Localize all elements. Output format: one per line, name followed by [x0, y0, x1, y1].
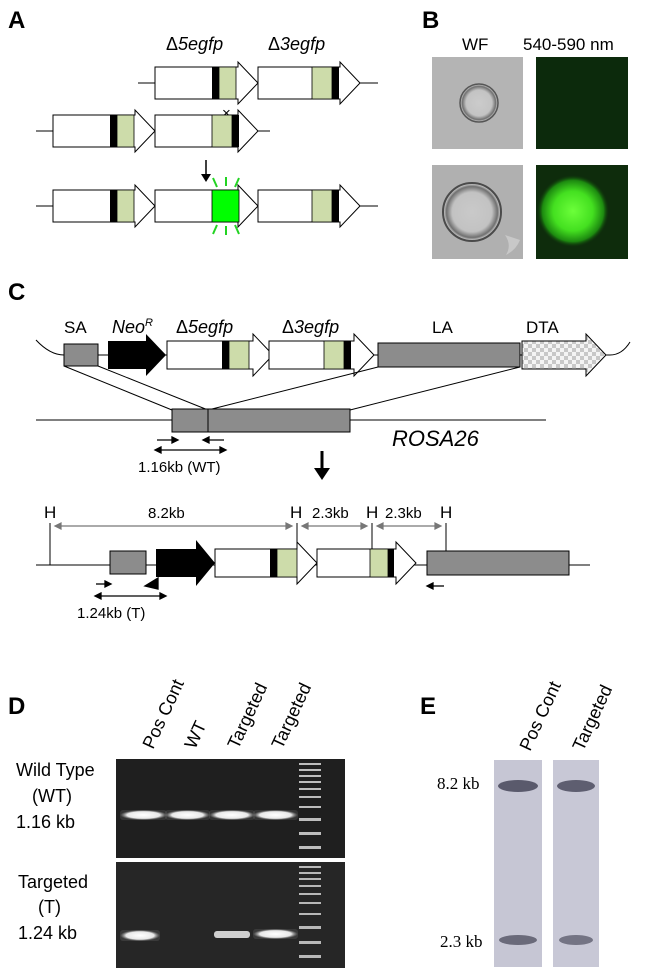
t-row-size: 1.24 kb — [18, 923, 77, 943]
construct-row-2 — [36, 108, 270, 154]
lane-label-4: Targeted — [267, 680, 315, 752]
wt-primers — [153, 435, 228, 455]
southern-blot-lane-2 — [553, 760, 599, 967]
blot-lane-label-2: Targeted — [568, 682, 616, 754]
recombination-mark: × — [222, 105, 231, 122]
fragment-2-3kb-b: 2.3kb — [385, 505, 422, 522]
arrow-a-head — [201, 174, 211, 182]
southern-blot-lane-1 — [494, 760, 542, 967]
fragment-8-2kb: 8.2kb — [148, 505, 185, 522]
column-label-wf: WF — [462, 35, 488, 54]
construct-row-3 — [36, 177, 378, 235]
label-d5egfp: Δ5egfp — [176, 317, 233, 337]
h-site-1: H — [44, 503, 56, 522]
t-row-line1: Targeted — [18, 872, 88, 892]
micrograph-wf-top — [432, 57, 523, 149]
construct-row-1 — [138, 60, 378, 106]
rosa26-locus — [36, 408, 546, 433]
panel-label-e: E — [420, 693, 436, 720]
h-site-4: H — [440, 503, 452, 522]
column-label-fluorescence: 540-590 nm — [523, 35, 614, 54]
h-site-2: H — [290, 503, 302, 522]
fragment-2-3kb-a: 2.3kb — [312, 505, 349, 522]
blot-lane-label-1: Pos Cont — [515, 678, 564, 754]
lane-label-1: Pos Cont — [138, 676, 187, 752]
label-dta: DTA — [526, 318, 559, 337]
t-row-line2: (T) — [38, 897, 61, 917]
panel-label-c: C — [8, 279, 25, 306]
gel-lane-labels: Pos Cont WT Targeted Targeted — [138, 676, 315, 752]
targeted-allele — [36, 540, 590, 586]
label-wt-product: 1.16kb (WT) — [138, 459, 221, 476]
micrograph-fluor-bottom — [536, 165, 628, 259]
micrograph-fluor-top — [536, 57, 628, 149]
fragment-arrows — [53, 522, 443, 530]
wt-row-size: 1.16 kb — [16, 812, 75, 832]
label-t-product: 1.24kb (T) — [77, 605, 145, 622]
gel-t — [116, 862, 345, 968]
arrow-c — [314, 451, 330, 480]
blot-size-top: 8.2 kb — [437, 774, 480, 793]
micrograph-wf-bottom — [432, 165, 523, 259]
wt-row-line2: (WT) — [32, 786, 72, 806]
lane-label-3: Targeted — [223, 680, 271, 752]
blot-size-bottom: 2.3 kb — [440, 932, 483, 951]
h-site-3: H — [366, 503, 378, 522]
panel-label-a: A — [8, 7, 25, 34]
panel-label-d: D — [8, 693, 25, 720]
label-neo: NeoR — [112, 317, 153, 337]
blot-lane-labels: Pos Cont Targeted — [515, 678, 616, 754]
homology-lines — [63, 365, 521, 411]
label-rosa26: ROSA26 — [392, 426, 480, 451]
label-d3egfp: Δ3egfp — [282, 317, 339, 337]
gene-label-d3egfp: Δ3egfp — [268, 34, 325, 54]
gene-label-d5egfp: Δ5egfp — [166, 34, 223, 54]
label-la: LA — [432, 318, 453, 337]
wt-row-line1: Wild Type — [16, 760, 95, 780]
hindiii-sites — [49, 523, 447, 565]
panel-label-b: B — [422, 7, 439, 34]
t-primers — [93, 576, 444, 601]
gel-wt — [116, 759, 345, 858]
targeting-vector — [35, 332, 631, 378]
lane-label-2: WT — [180, 718, 210, 752]
label-sa: SA — [64, 318, 87, 337]
